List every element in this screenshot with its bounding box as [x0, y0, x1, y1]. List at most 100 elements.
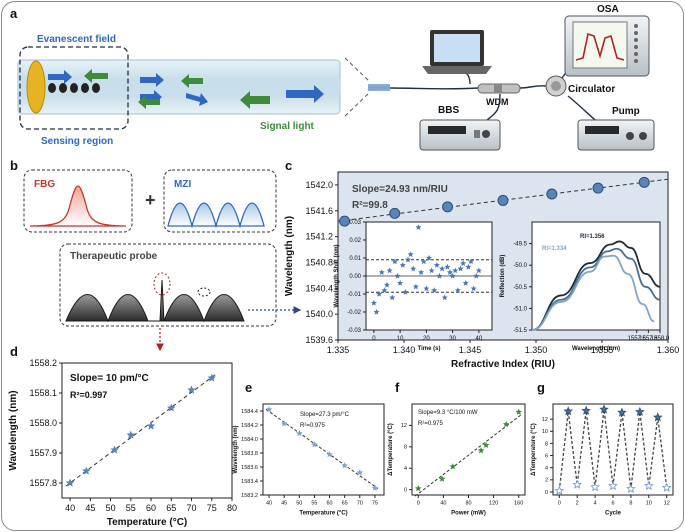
x-axis-label: Cycle	[605, 511, 622, 517]
y-tick-label: 12	[401, 423, 407, 429]
data-point	[187, 385, 196, 394]
x-tick-label: 55	[126, 503, 136, 513]
y-tick-label: 1583.4	[241, 479, 258, 485]
x-tick-label: 1557.8	[639, 336, 658, 342]
data-point	[370, 299, 377, 306]
data-point	[441, 294, 448, 301]
data-point	[502, 420, 510, 428]
y-tick-label: 1583.8	[241, 451, 258, 457]
data-point	[425, 254, 433, 261]
data-point	[592, 182, 604, 194]
data-point	[376, 290, 383, 297]
x-tick-label: 160	[514, 501, 523, 507]
x-tick-label: 40	[65, 503, 75, 513]
data-point	[635, 406, 645, 416]
data-point	[449, 463, 457, 470]
data-point	[457, 265, 464, 272]
y-tick-label: 0.01	[349, 256, 361, 262]
data-point	[444, 263, 451, 270]
x-tick-label: 50	[106, 503, 116, 513]
therapeutic-probe-label: Therapeutic probe	[70, 251, 158, 262]
data-point	[446, 269, 454, 275]
data-point	[311, 441, 318, 448]
x-tick-label: 1558.0	[651, 336, 670, 342]
data-point	[626, 483, 636, 494]
data-point	[572, 479, 582, 489]
y-axis-label: Wavelength (nm)	[233, 425, 239, 473]
data-point	[428, 267, 435, 274]
laptop-icon	[422, 30, 492, 74]
x-tick-label: 0	[372, 336, 376, 342]
data-point	[475, 267, 482, 274]
slope-annotation: Slope= 10 pm/°C	[70, 373, 149, 384]
plus-sign: +	[145, 190, 156, 210]
y-tick-label: -49.5	[513, 242, 527, 248]
y-tick-label: 8	[545, 441, 548, 447]
sensing-region-box	[19, 46, 129, 130]
x-tick-label: 0	[417, 501, 420, 507]
data-point	[438, 475, 446, 482]
data-point	[590, 482, 600, 492]
slope-annotation: Slope=9.3 °C/100 mW	[418, 410, 478, 416]
x-tick-label: 1557.6	[628, 336, 647, 342]
y-tick-label: 0.03	[349, 220, 361, 226]
data-point	[452, 267, 459, 274]
data-point	[563, 406, 574, 416]
x-tick-label: 60	[326, 501, 332, 507]
sensing-region-label: Sensing region	[41, 136, 113, 147]
x-tick-label: 30	[449, 336, 456, 342]
panel-c-letter: c	[285, 158, 292, 173]
evanescent-field-label: Evanescent field	[37, 34, 116, 45]
data-point	[389, 207, 401, 219]
x-tick-label: 20	[423, 336, 430, 342]
spectrum-series-line	[531, 247, 661, 331]
y-tick-label: 1557.8	[29, 478, 57, 488]
x-tick-label: 1.355	[591, 345, 614, 355]
x-tick-label: 12	[664, 501, 670, 507]
signal-light-label: Signal light	[260, 121, 315, 132]
data-point	[326, 450, 333, 458]
panel-f-letter: f	[395, 380, 400, 395]
data-point	[454, 287, 461, 293]
fit-line	[65, 373, 217, 487]
y-axis-label: Wavelength (nm)	[284, 216, 295, 296]
green-signal-arrows	[84, 69, 270, 109]
r2-annotation: R²=0.975	[300, 423, 326, 429]
data-point	[407, 251, 414, 257]
plot-frame	[262, 403, 385, 496]
series-label: RI=1.334	[542, 246, 567, 252]
y-tick-label: 1557.9	[29, 448, 57, 458]
data-point	[402, 289, 409, 295]
mzi-label: MZI	[174, 179, 191, 190]
data-point	[295, 429, 303, 437]
y-axis-label: ΔTemperature (°C)	[388, 423, 394, 476]
x-tick-label: 10	[397, 336, 404, 342]
probe-spectrum	[65, 279, 245, 323]
y-tick-label: 1583.2	[241, 493, 258, 499]
x-tick-label: 10	[646, 501, 652, 507]
data-point	[356, 469, 364, 476]
osa-label: OSA	[597, 4, 619, 15]
y-tick-label: 6	[545, 453, 548, 459]
panel-g-letter: g	[537, 380, 545, 395]
data-point	[661, 482, 672, 492]
y-tick-label: 10	[542, 429, 548, 435]
y-tick-label: 12	[542, 417, 548, 423]
data-point	[391, 258, 398, 265]
panel-b-letter: b	[10, 158, 18, 173]
x-tick-label: 55	[311, 501, 317, 507]
data-point	[386, 267, 393, 274]
r2-annotation: R²=99.8	[352, 200, 388, 211]
x-tick-label: 75	[207, 503, 217, 513]
y-tick-label: 0.00	[349, 274, 361, 280]
y-axis-label: Wavelength (nm)	[8, 390, 19, 470]
y-tick-label: 1542.0	[305, 180, 333, 190]
y-axis-label: Wavelength Shift (nm)	[334, 244, 340, 307]
nanoparticles	[48, 83, 100, 93]
data-point	[644, 480, 654, 490]
